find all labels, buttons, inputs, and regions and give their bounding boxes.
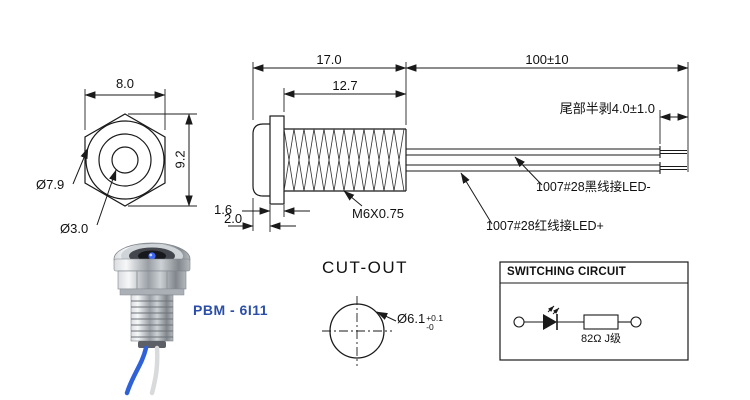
- cutout-diameter-value: Ø6.1: [397, 311, 426, 326]
- blue-wire: [124, 345, 149, 396]
- rear-cap: [138, 341, 166, 348]
- cutout-title: CUT-OUT: [321, 258, 409, 277]
- head-height-dimension: 2.0: [224, 211, 243, 226]
- thread-spec-label: M6X0.75: [352, 206, 405, 221]
- led-diode-symbol: [543, 314, 557, 330]
- white-wire: [149, 345, 160, 396]
- threaded-shaft: [130, 294, 174, 342]
- circuit-box: [499, 261, 689, 361]
- thread-length-dimension: 12.7: [332, 78, 358, 93]
- cutout-leader: [376, 311, 397, 322]
- flange-thickness-dimension: 1.6: [214, 202, 233, 217]
- led-arrow-1: [547, 305, 555, 313]
- front-width-dimension: 8.0: [115, 76, 135, 91]
- inner-diameter-label: Ø3.0: [60, 221, 89, 236]
- flange-outline: [269, 115, 285, 205]
- lead-wires: [406, 146, 687, 174]
- side-view-dimension-lines: [228, 64, 689, 230]
- led-highlight: [149, 253, 153, 257]
- inner-circle: [111, 146, 139, 174]
- front-view-outline: [84, 113, 166, 207]
- led-arrow-2: [552, 307, 560, 315]
- washer: [119, 288, 185, 296]
- resistor-symbol: [583, 314, 619, 330]
- outer-diameter-label: Ø7.9: [36, 177, 65, 192]
- outer-circle: [85, 120, 165, 200]
- cutout-diameter-label: Ø6.1+0.1-0: [397, 311, 443, 333]
- product-photo: [113, 242, 191, 396]
- front-view-dimension-lines: [72, 91, 193, 226]
- side-view-extension-lines: [252, 62, 689, 232]
- strip-note-label: 尾部半剥4.0±1.0: [559, 101, 655, 116]
- thread-hatch: [283, 128, 405, 192]
- resistor-value-label: 82Ω J级: [580, 333, 621, 345]
- cutout-tolerance: +0.1-0: [426, 313, 443, 333]
- lens-head-outline: [252, 123, 270, 197]
- product-model-label: PBM - 6I11: [193, 302, 269, 318]
- red-wire-label: 1007#28红线接LED+: [486, 219, 604, 233]
- circuit-border: [499, 261, 689, 361]
- bezel-side: [113, 258, 191, 272]
- led-dot: [148, 252, 156, 260]
- front-height-dimension: 9.2: [172, 150, 188, 169]
- cutout-tolerance-upper: +0.1: [426, 313, 443, 323]
- side-view-outline: [252, 115, 407, 205]
- hex-nut-body: [117, 270, 187, 290]
- cutout-drawing: [322, 296, 397, 366]
- hex-outline: [84, 113, 166, 207]
- mid-circle: [98, 133, 152, 187]
- black-wire-label: 1007#28黑线接LED-: [536, 180, 651, 194]
- wire-length-dimension: 100±10: [525, 52, 569, 67]
- circuit-title: SWITCHING CIRCUIT: [507, 266, 627, 278]
- thread-ridges: [131, 300, 173, 338]
- total-length-dimension: 17.0: [316, 52, 342, 67]
- cutout-tolerance-lower: -0: [426, 322, 434, 333]
